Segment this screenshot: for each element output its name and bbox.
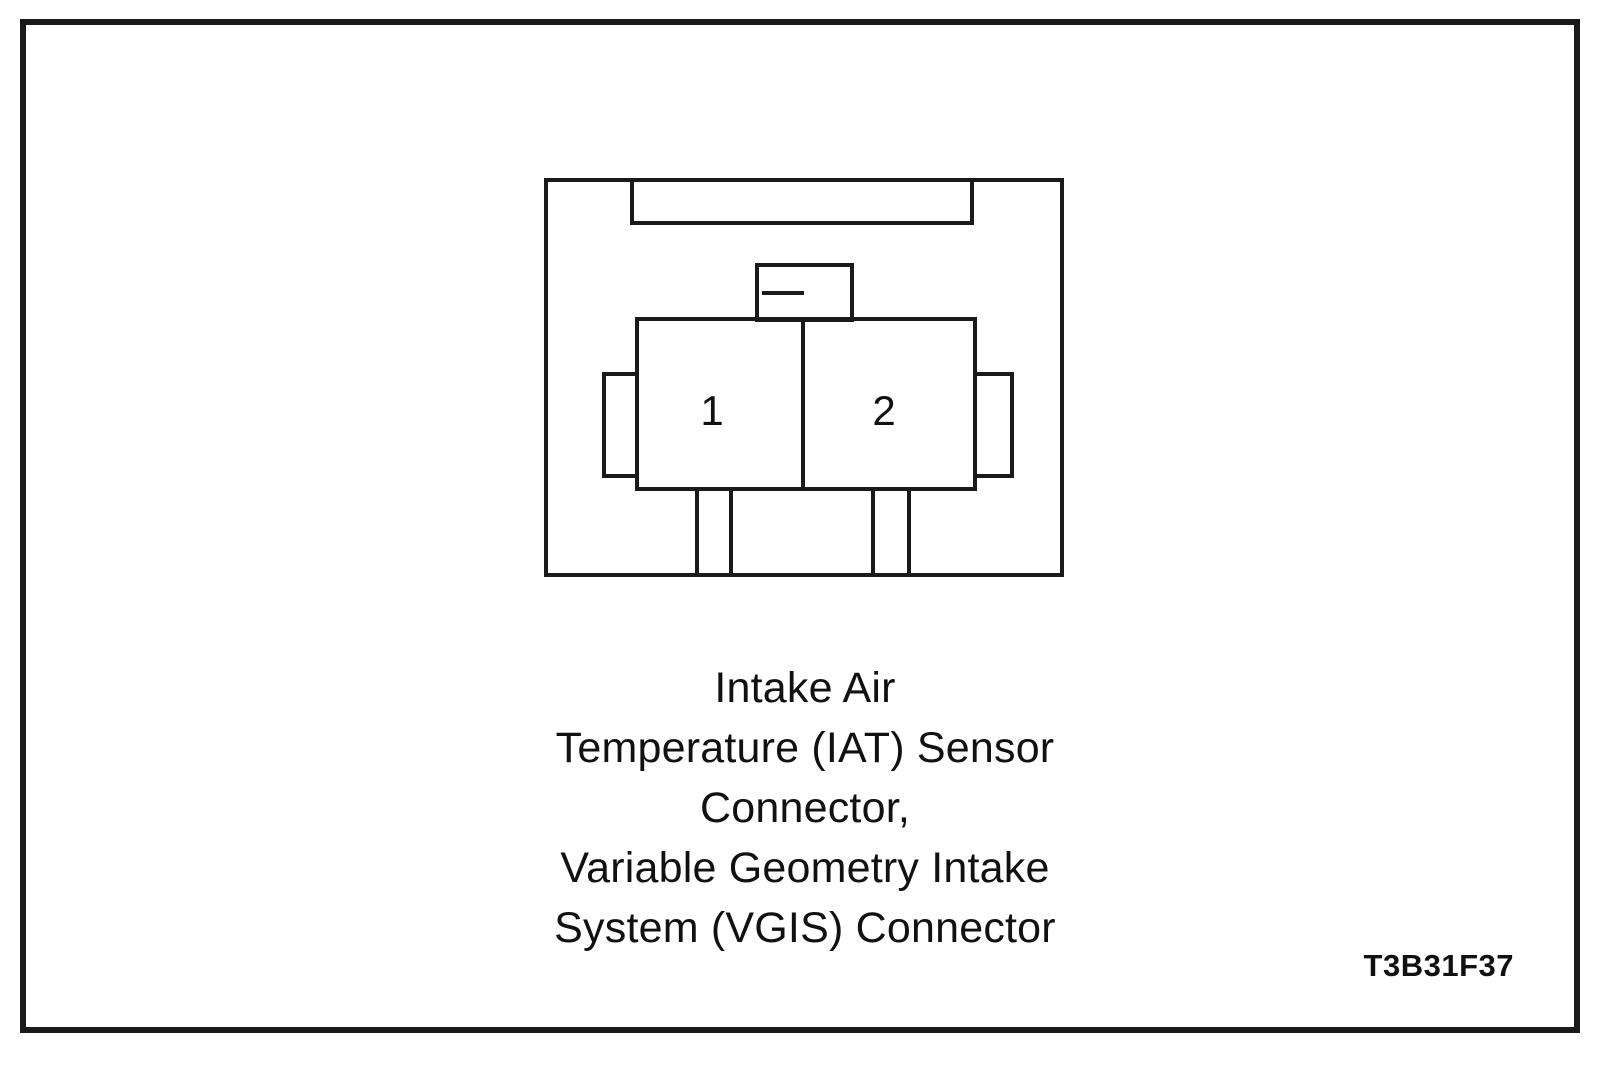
pin-2-label: 2: [872, 387, 895, 434]
diagram-frame: [20, 19, 1580, 1033]
figure-code: T3B31F37: [1363, 948, 1514, 983]
caption-line-3: Connector,: [700, 784, 910, 832]
connector-housing: [544, 178, 1064, 577]
caption-line-1: Intake Air: [714, 664, 896, 712]
caption-line-5: System (VGIS) Connector: [554, 904, 1056, 952]
connector-caption: Intake Air Temperature (IAT) Sensor Conn…: [400, 658, 1210, 958]
right-ear: [973, 372, 1014, 478]
locking-bar: [630, 180, 974, 225]
pin-1-label: 1: [700, 387, 723, 434]
left-ear: [602, 372, 639, 478]
pin-block: [635, 317, 977, 491]
caption-line-4: Variable Geometry Intake: [560, 844, 1050, 892]
caption-line-2: Temperature (IAT) Sensor: [555, 724, 1055, 772]
